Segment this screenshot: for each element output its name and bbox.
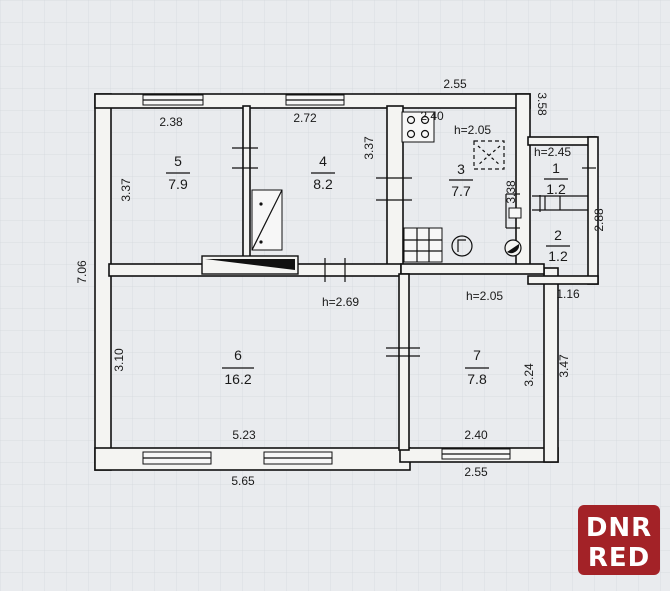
dim-room7-outer-height: 3.47	[557, 354, 571, 378]
dim-top-right-width: 2.55	[443, 77, 467, 91]
dim-room6-width: 5.23	[232, 428, 256, 442]
room-2-area: 1.2	[548, 248, 568, 264]
boiler-icon	[473, 140, 505, 170]
doors	[232, 147, 541, 357]
room-5-number: 5	[174, 153, 182, 169]
dim-total-width: 5.65	[231, 474, 255, 488]
room-7-number: 7	[473, 347, 481, 363]
logo-line-2: RED	[588, 543, 650, 573]
room-7-area: 7.8	[467, 371, 487, 387]
porch	[527, 136, 599, 285]
height-hall: h=2.69	[322, 295, 359, 309]
sink-icon	[403, 227, 443, 263]
room-4-area: 8.2	[313, 176, 333, 192]
dim-room7-height: 3.24	[522, 363, 536, 387]
room-4-number: 4	[319, 153, 327, 169]
height-kitchen: h=2.05	[454, 123, 491, 137]
height-room7: h=2.05	[466, 289, 503, 303]
radiator-icon	[508, 207, 522, 219]
height-porch: h=2.45	[534, 145, 571, 159]
heater-icon	[504, 239, 522, 257]
windows	[142, 94, 511, 465]
dim-room5-width: 2.38	[159, 115, 183, 129]
dim-room7-outer-width: 2.55	[464, 465, 488, 479]
dnr-red-logo: DNR RED	[578, 505, 660, 575]
dim-top-right-height: 3.58	[535, 92, 549, 116]
stairs-icon	[251, 189, 283, 251]
dim-room6-height: 3.10	[112, 348, 126, 372]
dim-kitchen-height: 3.38	[504, 180, 518, 204]
dim-room5-height: 3.37	[119, 178, 133, 202]
dim-room7-width: 2.40	[464, 428, 488, 442]
room-labels: 5 7.9 4 8.2 3 7.7 1 1.2 2 1.2 6 16.2 7 7…	[166, 153, 570, 387]
gas-meter-icon	[451, 235, 473, 257]
furnace-icon	[201, 255, 299, 275]
room-6-number: 6	[234, 347, 242, 363]
dim-porch-height: 2.88	[592, 208, 606, 232]
dim-kitchen-width: 2.40	[420, 109, 444, 123]
room-5-area: 7.9	[168, 176, 188, 192]
dim-total-height: 7.06	[75, 260, 89, 284]
logo-line-1: DNR	[586, 513, 652, 543]
room-6-area: 16.2	[224, 371, 251, 387]
dim-porch-width: 1.16	[556, 287, 580, 301]
stove-icon	[401, 111, 435, 143]
dimension-labels: 2.55 3.58 2.40 2.38 2.72 3.37 3.37 3.38 …	[75, 77, 606, 488]
interior-walls	[108, 105, 545, 451]
room-3-number: 3	[457, 161, 465, 177]
room-1-area: 1.2	[546, 181, 566, 197]
dim-room4-width: 2.72	[293, 111, 317, 125]
room-2-number: 2	[554, 227, 562, 243]
room-1-number: 1	[552, 160, 560, 176]
dim-room4-height: 3.37	[362, 136, 376, 160]
ceiling-heights: h=2.05 h=2.69 h=2.05 h=2.45	[322, 123, 571, 309]
room-3-area: 7.7	[451, 183, 471, 199]
